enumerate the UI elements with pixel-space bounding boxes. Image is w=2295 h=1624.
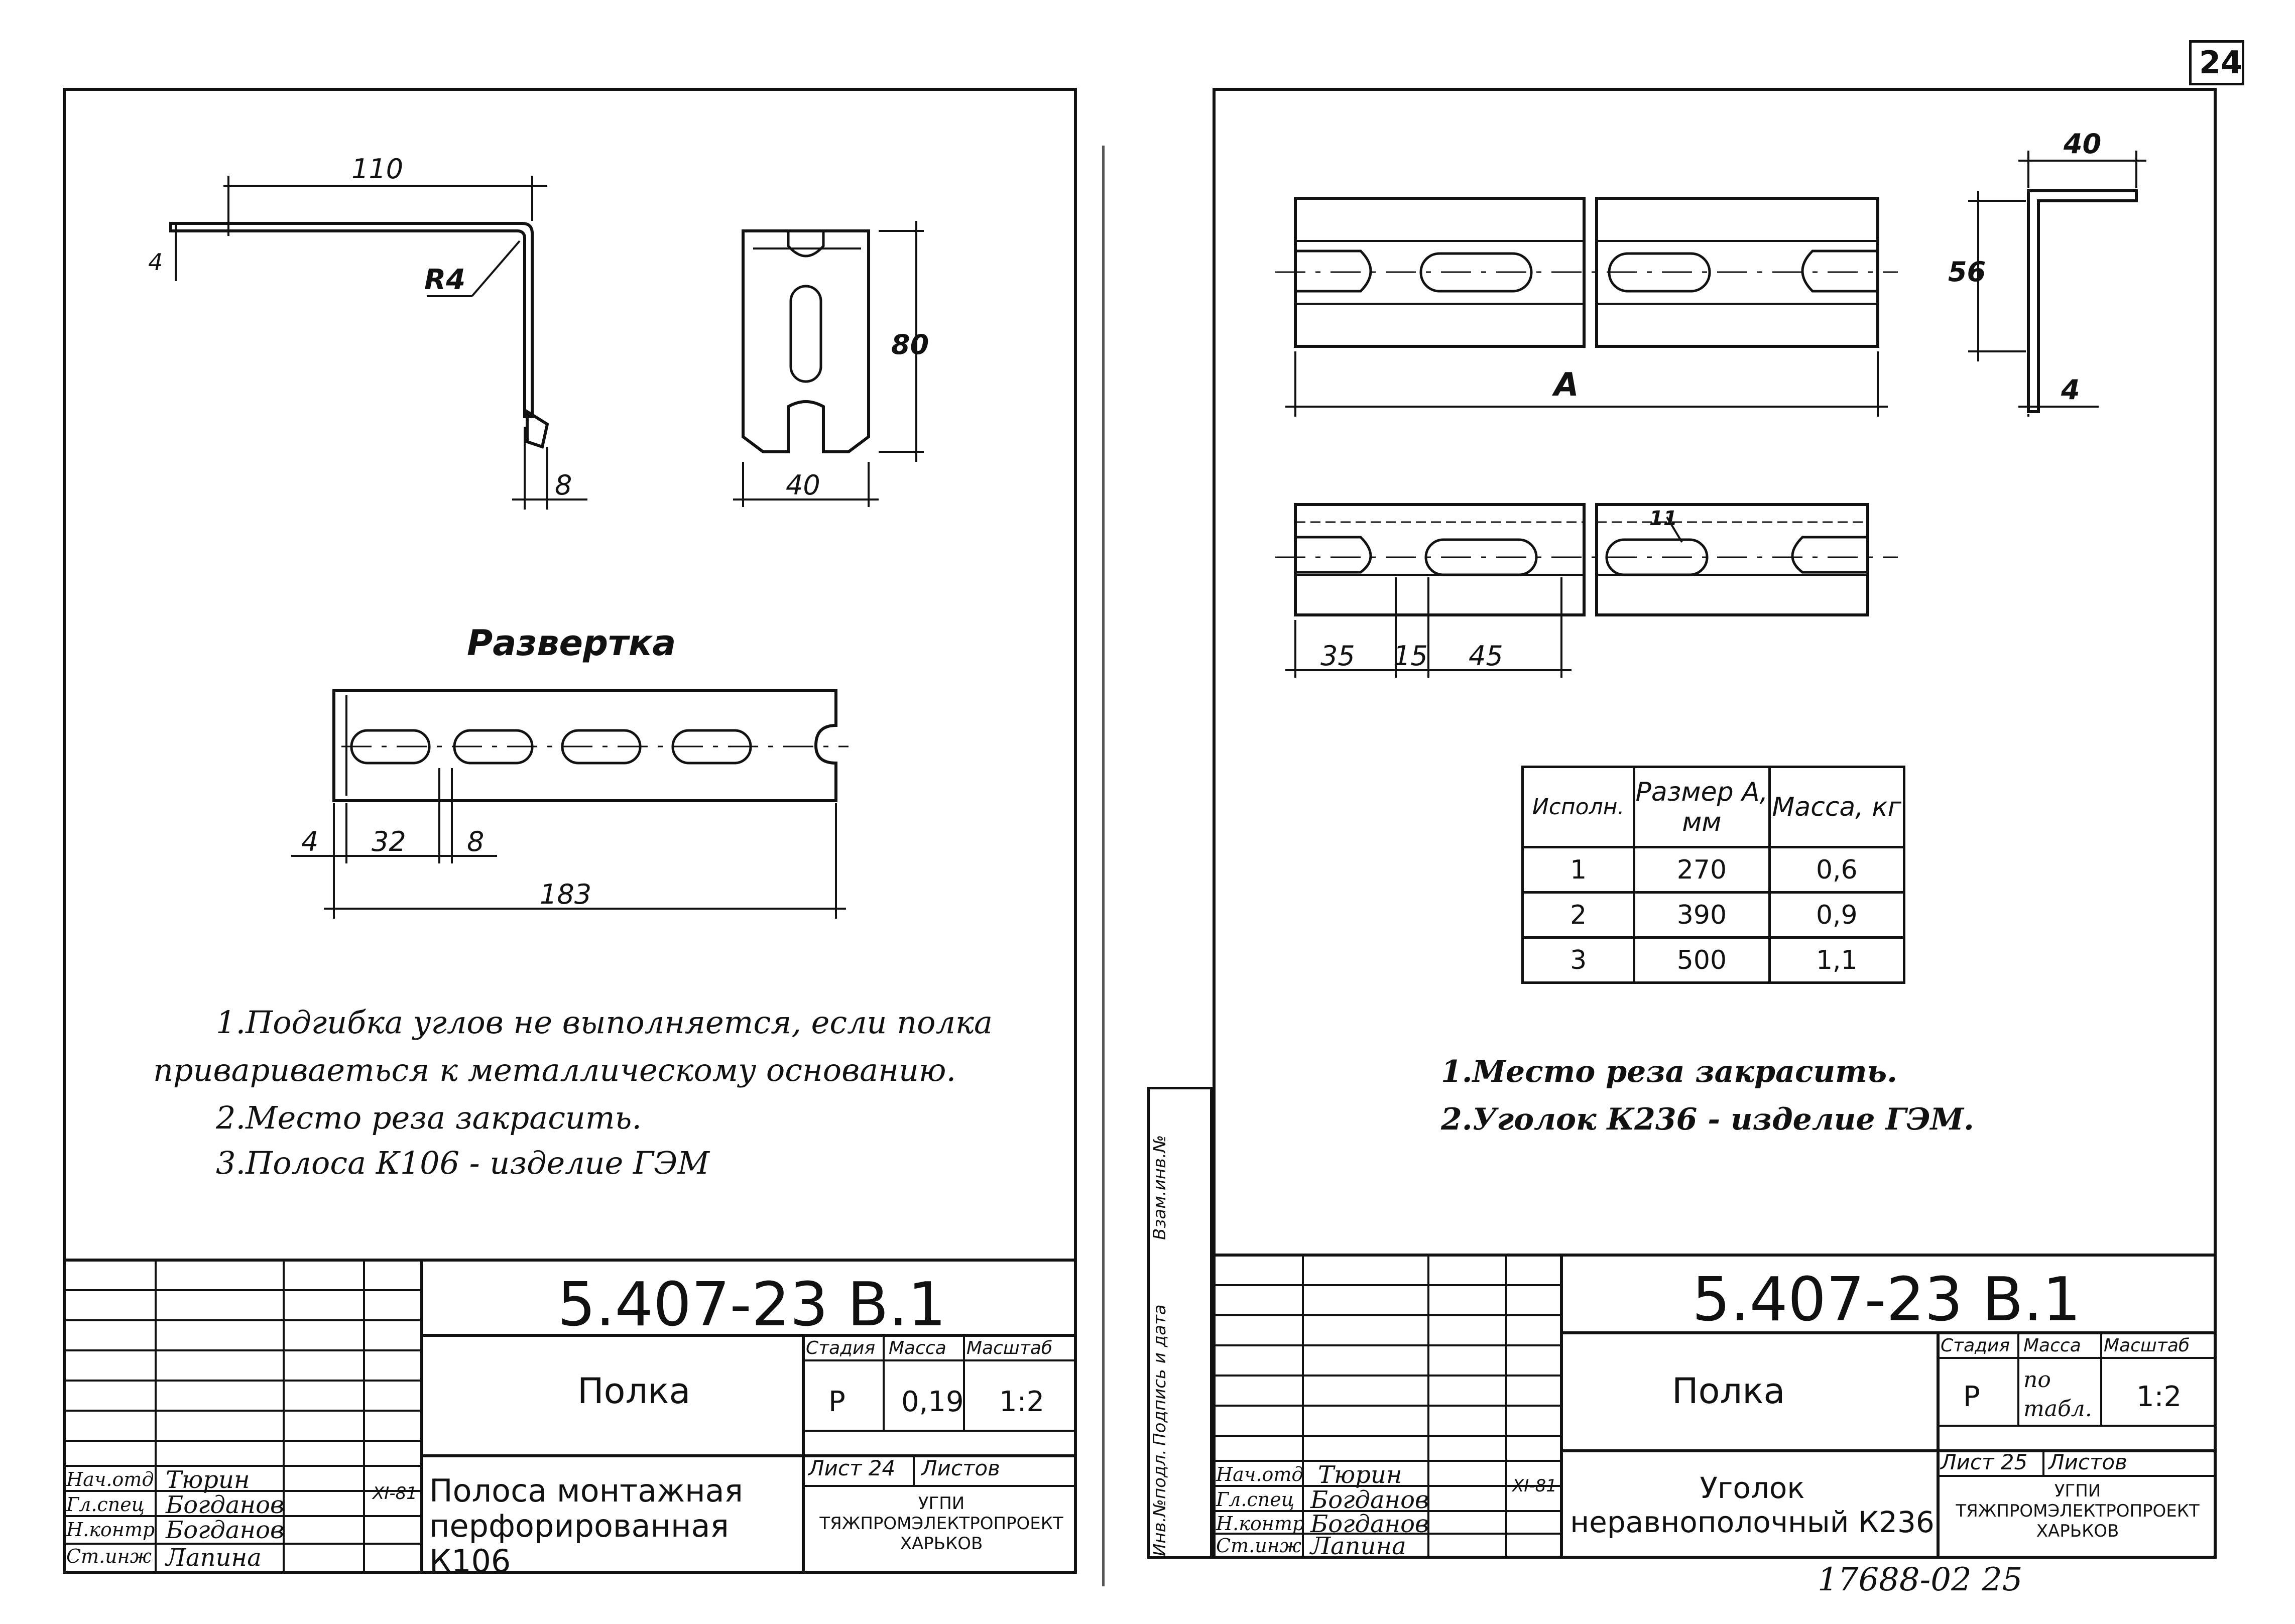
left-description: Полоса монтажная перфорированная К106 [429, 1472, 743, 1579]
left-role-3: Ст.инж [66, 1545, 152, 1567]
page-divider [1102, 146, 1105, 1586]
dim-15: 15 [1393, 640, 1428, 672]
left-org: УГПИ ТЯЖПРОМЭЛЕКТРОПРОЕКТ ХАРЬКОВ [819, 1493, 1063, 1554]
dim-40-right: 40 [2064, 128, 2102, 160]
razvertka-title: Развертка [467, 622, 676, 664]
dim-35: 35 [1320, 640, 1355, 672]
left-scale-label: Масштаб [967, 1338, 1053, 1358]
left-sheet-label: Лист 24 [808, 1456, 896, 1480]
right-name: Полка [1672, 1370, 1785, 1412]
footer-number: 17688-02 25 [1818, 1561, 2023, 1598]
dim-110: 110 [351, 153, 404, 185]
right-role-1: Гл.спец [1216, 1488, 1295, 1511]
mass-table-cell: 2 [1521, 891, 1636, 939]
razvertka-strip [332, 689, 837, 802]
dim-r4: R4 [424, 264, 466, 296]
right-code: 5.407-23 В.1 [1692, 1265, 2081, 1335]
left-stage: Р [828, 1386, 845, 1418]
left-name-3: Лапина [166, 1544, 262, 1572]
right-scale-label: Масштаб [2104, 1335, 2190, 1356]
right-role-2: Н.контр [1216, 1513, 1305, 1535]
dim-a: А [1554, 366, 1579, 404]
left-name-1: Богданов [166, 1491, 284, 1519]
razvertka-dim-4: 4 [301, 826, 319, 857]
left-note-1: 1.Подгибка углов не выполняется, если по… [216, 1004, 993, 1041]
left-note-1b: привариваеться к металлическому основани… [153, 1052, 956, 1088]
right-description: Уголок неравнополочный К236 [1570, 1471, 1935, 1539]
angle-profile [169, 222, 534, 418]
mass-table-cell: 270 [1633, 846, 1771, 894]
dim-40: 40 [786, 469, 820, 501]
left-sheet [63, 88, 1077, 1574]
angle-section [2027, 189, 2138, 413]
page-number-box [2189, 40, 2244, 85]
right-date: XI-81 [1512, 1476, 1557, 1496]
right-sheet [1213, 88, 2217, 1559]
mass-table-cell: 0,6 [1768, 846, 1906, 894]
right-stage: Р [1963, 1381, 1980, 1413]
left-note-3: 3.Полоса К106 - изделие ГЭМ [216, 1145, 709, 1181]
right-sheets-label: Листов [2048, 1450, 2127, 1474]
side-label-strip [1147, 1087, 1213, 1559]
left-name-2: Богданов [166, 1516, 284, 1544]
right-role-3: Ст.инж [1216, 1535, 1301, 1557]
dim-45: 45 [1469, 640, 1503, 672]
mass-table-cell: 0,9 [1768, 891, 1906, 939]
mass-table-header-2: Масса, кг [1768, 766, 1906, 848]
left-mass: 0,19 [901, 1386, 964, 1418]
right-role-0: Нач.отд [1216, 1463, 1304, 1485]
right-stage-label: Стадия [1941, 1335, 2010, 1356]
razvertka-dim-32: 32 [372, 826, 406, 857]
left-mass-label: Масса [889, 1338, 946, 1358]
right-name-3: Лапина [1310, 1532, 1406, 1560]
left-name-0: Тюрин [166, 1466, 250, 1494]
mass-table-cell: 500 [1633, 936, 1771, 984]
right-name-2: Богданов [1310, 1510, 1429, 1538]
mass-table-cell: 390 [1633, 891, 1771, 939]
left-role-0: Нач.отд [66, 1468, 154, 1490]
left-scale: 1:2 [999, 1386, 1045, 1418]
dim-11: 11 [1649, 507, 1677, 530]
right-name-0: Тюрин [1318, 1461, 1402, 1489]
left-code: 5.407-23 В.1 [557, 1270, 946, 1340]
left-role-1: Гл.спец [66, 1493, 145, 1516]
plate-front-view [742, 229, 870, 453]
left-role-2: Н.контр [66, 1519, 155, 1541]
left-sheets-label: Листов [921, 1456, 1000, 1480]
dim-4-right: 4 [2061, 374, 2080, 406]
right-sheet-label: Лист 25 [1941, 1450, 2028, 1474]
right-mass: по табл. [2023, 1367, 2092, 1422]
razvertka-dim-183: 183 [540, 879, 592, 910]
dim-56: 56 [1948, 256, 1986, 288]
dim-8-bottom: 8 [555, 469, 572, 501]
right-note-2: 2.Уголок К236 - изделие ГЭМ. [1441, 1102, 1974, 1137]
left-date: XI-81 [373, 1483, 417, 1504]
mass-table: Исполн. Размер А, мм Масса, кг 1 270 0,6… [1521, 766, 1906, 984]
right-mass-label: Масса [2023, 1335, 2081, 1356]
dim-80: 80 [891, 329, 929, 360]
right-scale: 1:2 [2136, 1381, 2182, 1413]
mass-table-cell: 1,1 [1768, 936, 1906, 984]
left-stage-label: Стадия [806, 1338, 876, 1358]
page-number: 24 [2199, 44, 2243, 81]
left-note-2: 2.Место реза закрасить. [216, 1099, 642, 1136]
dim-4-top: 4 [148, 248, 163, 276]
right-org: УГПИ ТЯЖПРОМЭЛЕКТРОПРОЕКТ ХАРЬКОВ [1956, 1481, 2200, 1541]
right-note-1: 1.Место реза закрасить. [1441, 1054, 1898, 1089]
mass-table-header-1: Размер А, мм [1633, 766, 1771, 848]
razvertka-dim-8: 8 [467, 826, 485, 857]
left-name: Полка [577, 1370, 691, 1412]
right-name-1: Богданов [1310, 1486, 1429, 1514]
mass-table-header-0: Исполн. [1521, 766, 1636, 848]
mass-table-cell: 1 [1521, 846, 1636, 894]
mass-table-cell: 3 [1521, 936, 1636, 984]
